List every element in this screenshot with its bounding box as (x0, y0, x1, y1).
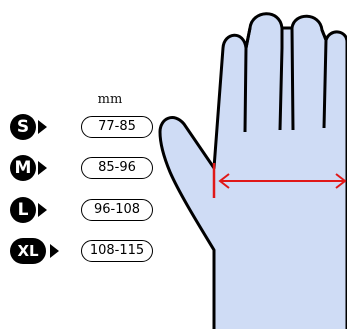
size-badge: L (10, 197, 36, 223)
right-arrow-icon (38, 120, 47, 134)
size-badge: S (10, 114, 36, 140)
finger-gap-1 (243, 27, 252, 133)
finger-gap-2 (278, 27, 295, 131)
size-row-l: L 96-108 (10, 197, 155, 223)
size-row-xl: XL 108-115 (10, 238, 155, 264)
unit-label: mm (97, 92, 123, 107)
size-range: 96-108 (81, 199, 153, 221)
size-row-m: M 85-96 (10, 155, 155, 181)
size-badge: M (10, 155, 36, 181)
right-arrow-icon (38, 203, 47, 217)
finger-gap-3 (320, 29, 328, 129)
right-arrow-icon (38, 161, 47, 175)
size-range: 77-85 (81, 116, 153, 138)
size-badge: XL (10, 238, 46, 264)
size-range: 85-96 (81, 157, 153, 179)
size-range: 108-115 (81, 240, 153, 262)
size-chart: mm S 77-85 M 85-96 L 96-108 XL 108-115 (0, 0, 160, 329)
right-arrow-icon (50, 244, 59, 258)
glove-outline (158, 12, 347, 329)
size-row-s: S 77-85 (10, 114, 155, 140)
measure-arrow-icon (218, 173, 347, 189)
